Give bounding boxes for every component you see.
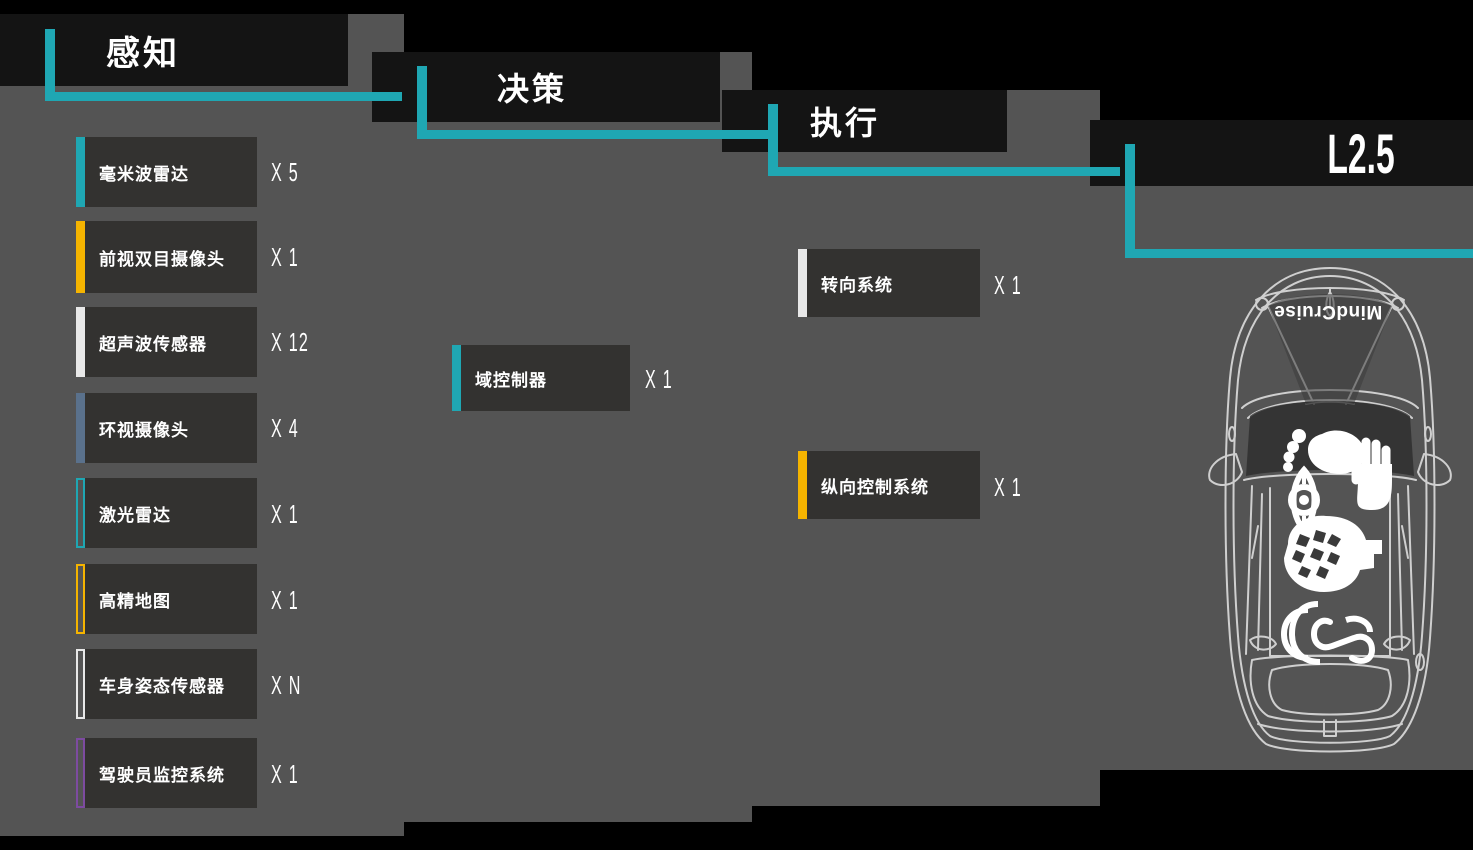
panel-execution xyxy=(752,90,1100,806)
foot-icon xyxy=(1283,429,1365,474)
item-box: 转向系统 xyxy=(807,249,980,317)
item-label: 域控制器 xyxy=(475,370,547,390)
list-item[interactable]: 激光雷达 xyxy=(76,478,257,548)
item-box: 前视双目摄像头 xyxy=(85,221,257,293)
brain-head-icon xyxy=(1284,515,1382,592)
vehicle-topview-svg xyxy=(1208,267,1452,753)
item-label: 车身姿态传感器 xyxy=(99,676,225,696)
link-icon xyxy=(1280,601,1376,665)
list-item[interactable]: 环视摄像头 xyxy=(76,393,257,463)
header-execution: 执行 xyxy=(722,90,1007,152)
header-execution-label: 执行 xyxy=(810,105,881,141)
item-label: 毫米波雷达 xyxy=(99,164,189,184)
list-item[interactable]: 高精地图 xyxy=(76,564,257,634)
item-quantity: X 1 xyxy=(645,364,673,394)
list-item[interactable]: 域控制器 xyxy=(452,345,630,411)
item-accent-bar xyxy=(76,649,85,719)
header-decision: 决策 xyxy=(372,52,720,122)
item-quantity: X 4 xyxy=(271,413,299,443)
item-accent-bar xyxy=(76,137,85,207)
item-quantity: X 1 xyxy=(271,242,299,272)
item-box: 激光雷达 xyxy=(85,478,257,548)
item-quantity: X 1 xyxy=(994,270,1022,300)
item-label: 驾驶员监控系统 xyxy=(99,765,225,785)
header-perception-label: 感知 xyxy=(106,34,180,73)
item-accent-bar xyxy=(76,564,85,634)
item-accent-bar xyxy=(452,345,461,411)
item-accent-bar xyxy=(798,249,807,317)
list-item[interactable]: 转向系统 xyxy=(798,249,980,317)
header-level: L2.5 xyxy=(1090,120,1473,186)
item-accent-bar xyxy=(76,307,85,377)
vehicle-brand-label: MindCruise xyxy=(1273,301,1383,322)
item-accent-bar xyxy=(76,221,85,293)
list-item[interactable]: 纵向控制系统 xyxy=(798,451,980,519)
vehicle-illustration xyxy=(1196,258,1464,758)
item-quantity: X 1 xyxy=(271,499,299,529)
item-quantity: X 1 xyxy=(271,585,299,615)
item-box: 环视摄像头 xyxy=(85,393,257,463)
item-label: 高精地图 xyxy=(99,591,171,611)
item-quantity: X 12 xyxy=(271,327,310,357)
list-item[interactable]: 驾驶员监控系统 xyxy=(76,738,257,808)
item-box: 纵向控制系统 xyxy=(807,451,980,519)
header-level-label: L2.5 xyxy=(1327,121,1395,185)
item-box: 车身姿态传感器 xyxy=(85,649,257,719)
list-item[interactable]: 前视双目摄像头 xyxy=(76,221,257,293)
item-accent-bar xyxy=(76,393,85,463)
rear-glass xyxy=(1268,294,1392,404)
item-label: 超声波传感器 xyxy=(99,334,207,354)
item-quantity: X N xyxy=(271,670,302,700)
list-item[interactable]: 毫米波雷达 xyxy=(76,137,257,207)
list-item[interactable]: 车身姿态传感器 xyxy=(76,649,257,719)
item-box: 超声波传感器 xyxy=(85,307,257,377)
item-label: 纵向控制系统 xyxy=(821,477,929,497)
item-label: 前视双目摄像头 xyxy=(99,249,225,269)
item-quantity: X 1 xyxy=(994,472,1022,502)
list-item[interactable]: 超声波传感器 xyxy=(76,307,257,377)
icon-group xyxy=(1280,429,1392,665)
item-accent-bar xyxy=(76,478,85,548)
panel-decision xyxy=(404,52,752,822)
item-box: 毫米波雷达 xyxy=(85,137,257,207)
item-accent-bar xyxy=(798,451,807,519)
item-quantity: X 5 xyxy=(271,157,299,187)
item-box: 驾驶员监控系统 xyxy=(85,738,257,808)
item-label: 转向系统 xyxy=(821,275,893,295)
item-box: 高精地图 xyxy=(85,564,257,634)
hand-icon xyxy=(1350,437,1392,510)
header-perception: 感知 xyxy=(0,14,348,86)
item-accent-bar xyxy=(76,738,85,808)
item-quantity: X 1 xyxy=(271,759,299,789)
item-label: 环视摄像头 xyxy=(99,420,189,440)
item-box: 域控制器 xyxy=(461,345,630,411)
header-decision-label: 决策 xyxy=(497,71,568,107)
item-label: 激光雷达 xyxy=(99,505,171,525)
